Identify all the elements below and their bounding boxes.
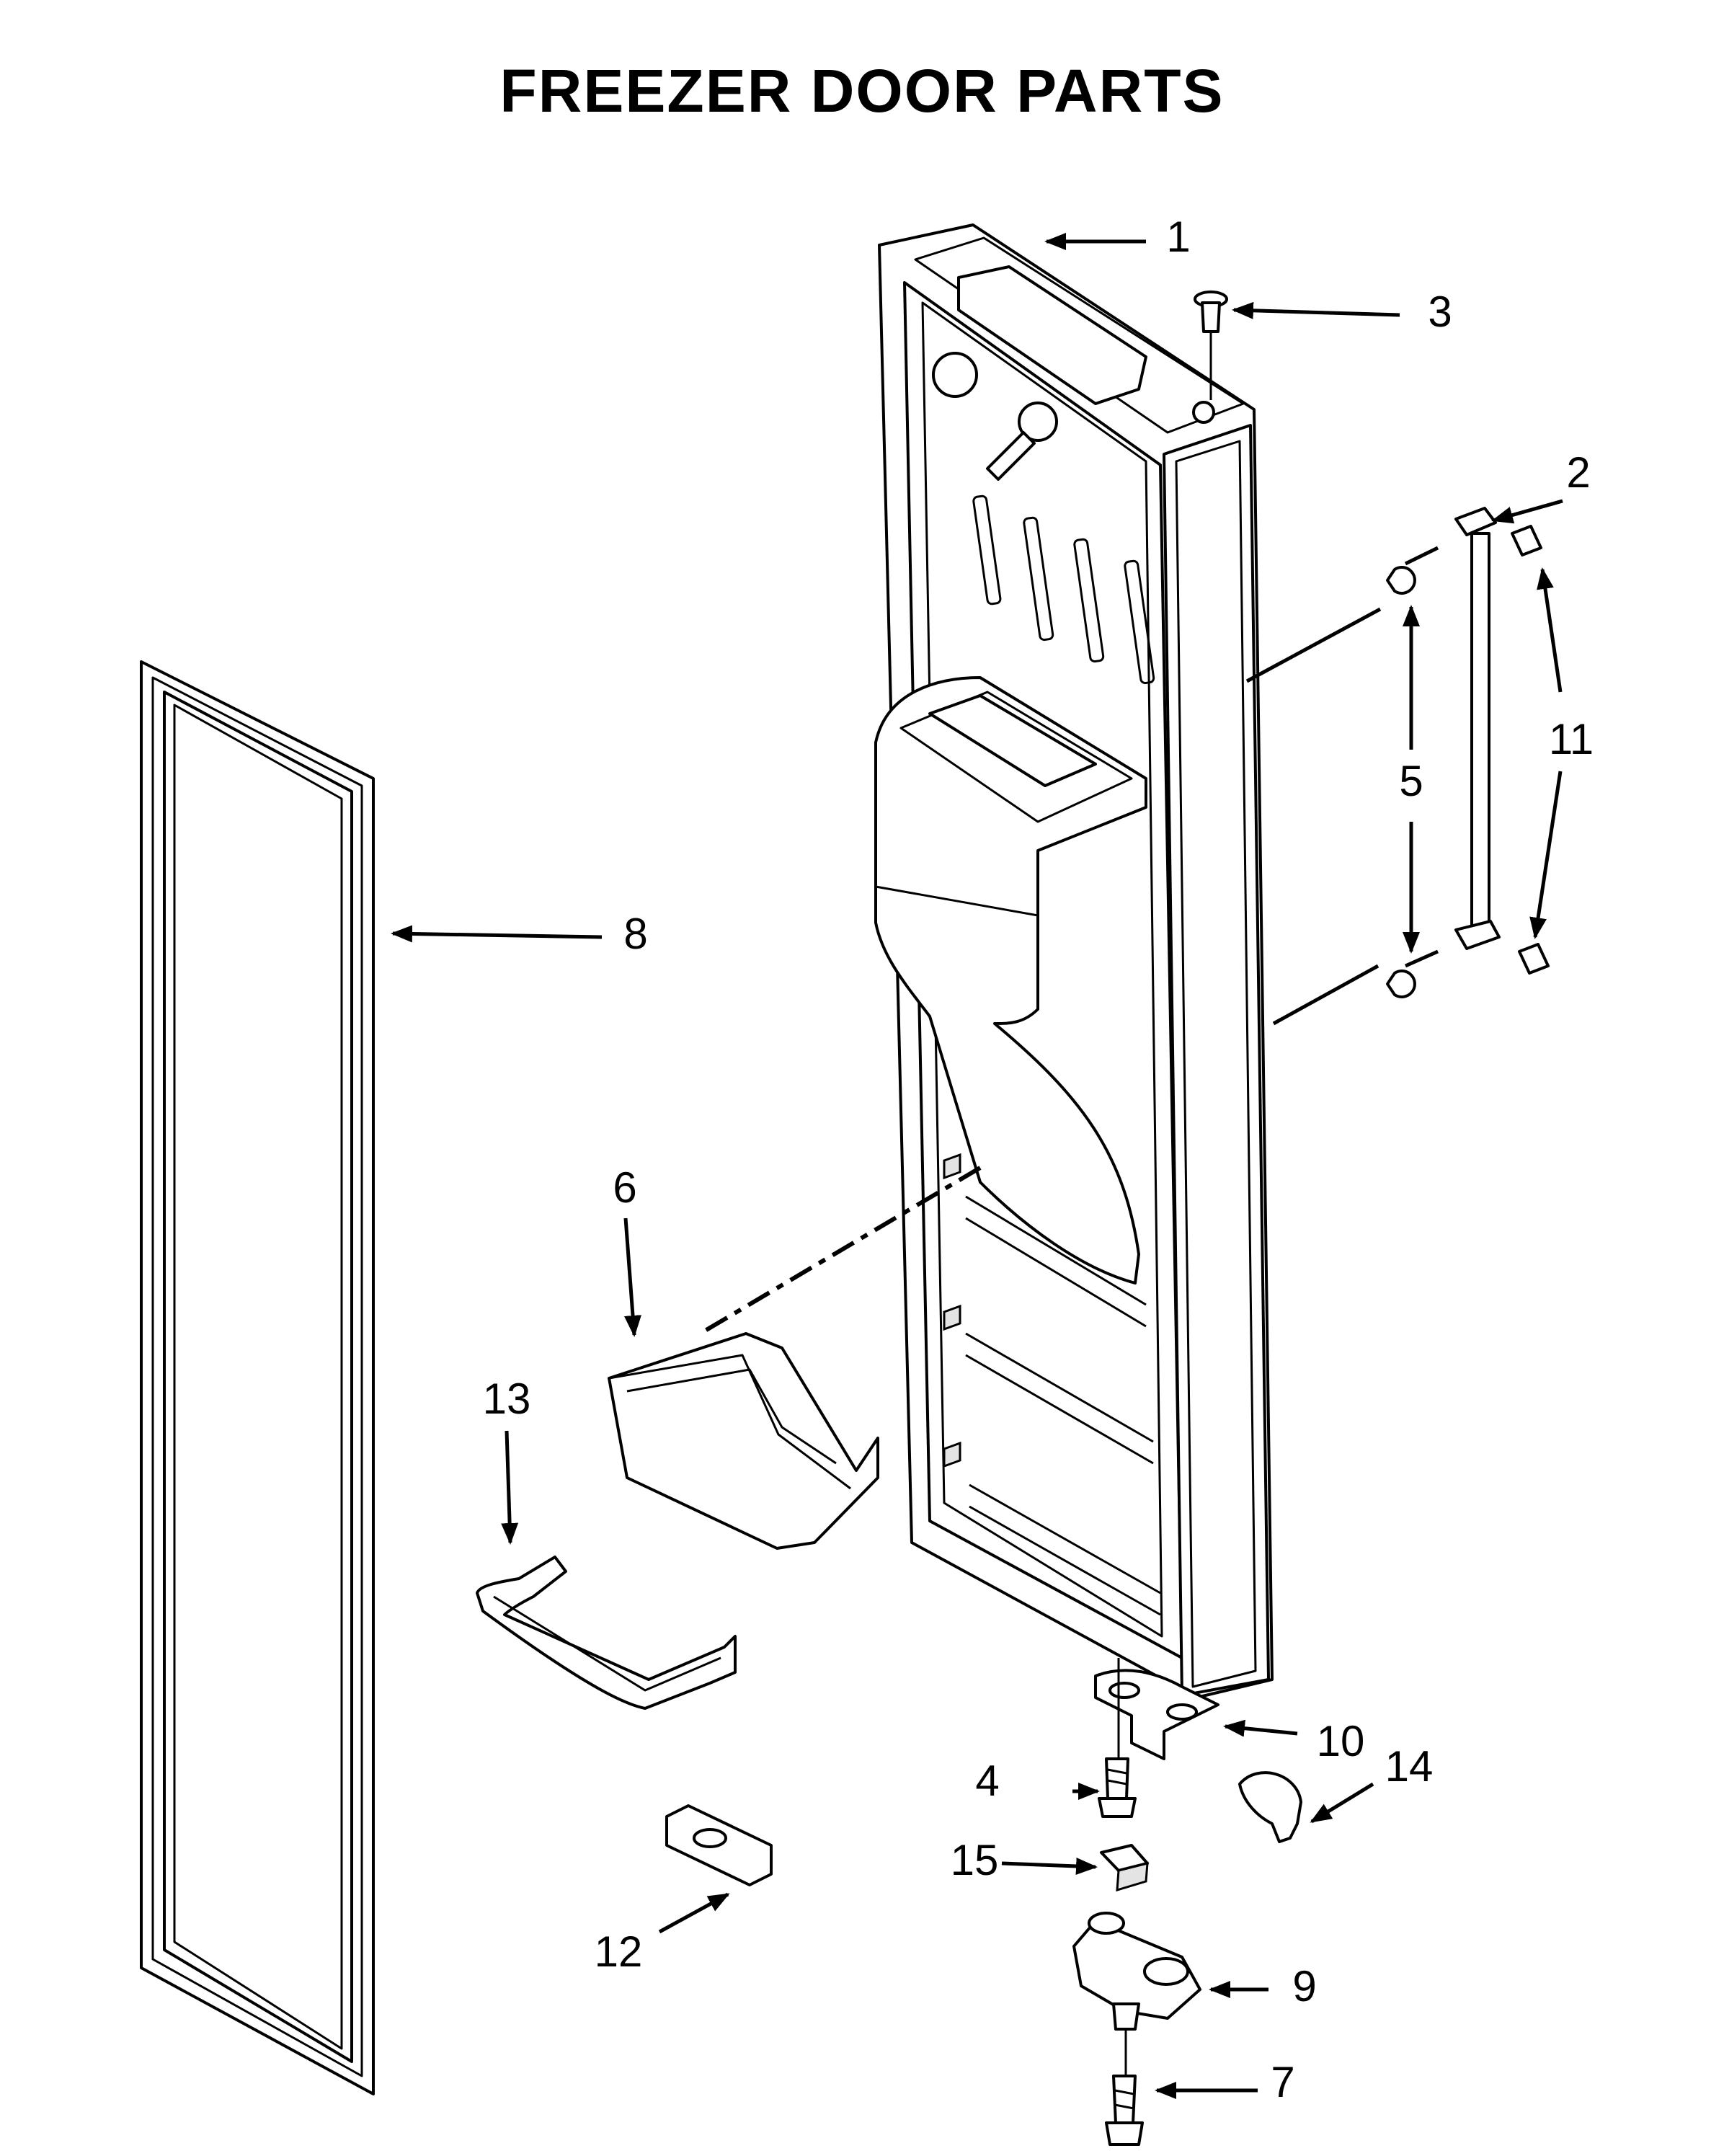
guide-line (1272, 964, 1379, 1026)
callout-5: 5 (1399, 757, 1423, 805)
leader-14 (1310, 1782, 1374, 1824)
leader-6 (623, 1217, 641, 1337)
spacer-part (1100, 1844, 1149, 1892)
handle-stud-part (1386, 566, 1416, 998)
leader-11-up (1537, 567, 1563, 693)
leader-13 (501, 1430, 519, 1545)
guide-line (1245, 607, 1382, 683)
callout-3: 3 (1428, 288, 1452, 336)
callout-12: 12 (595, 1927, 643, 1976)
lower-hinge-part (665, 1804, 773, 1886)
door-gasket-part (140, 660, 375, 2095)
leader-3 (1232, 301, 1400, 319)
callout-11: 11 (1549, 715, 1594, 763)
freezer-door-part (874, 223, 1274, 1699)
guide-line (1404, 546, 1439, 566)
callout-9: 9 (1292, 1962, 1316, 2010)
hinge-plate-part (1094, 1658, 1219, 1766)
callout-13: 13 (483, 1375, 531, 1423)
callout-7: 7 (1271, 2058, 1294, 2106)
callout-4: 4 (975, 1757, 999, 1805)
bottom-hinge-part (1072, 1912, 1201, 2076)
callout-14: 14 (1385, 1742, 1434, 1791)
callout-2: 2 (1566, 448, 1590, 497)
callout-6: 6 (613, 1163, 636, 1212)
leader-8 (391, 925, 603, 943)
door-plug-part (1194, 290, 1228, 400)
door-bin-part (608, 1332, 879, 1550)
diagram-title: FREEZER DOOR PARTS (499, 57, 1225, 125)
leader-10 (1223, 1719, 1298, 1737)
clip-part (1238, 1771, 1302, 1843)
leader-15 (1001, 1857, 1098, 1875)
callout-10: 10 (1317, 1717, 1365, 1765)
leader-11-down (1529, 771, 1563, 939)
door-handle-part (1454, 507, 1550, 975)
hinge-bolt-part (1105, 2075, 1144, 2146)
wire-shelf-part (476, 1556, 737, 1710)
callout-15: 15 (951, 1836, 999, 1884)
callout-1: 1 (1166, 213, 1190, 261)
hinge-screw-part (1098, 1757, 1137, 1818)
leader-2 (1491, 499, 1563, 524)
guide-line (1404, 949, 1439, 968)
leader-12 (658, 1892, 730, 1934)
bin-guide-line (701, 1166, 982, 1334)
callout-8: 8 (623, 910, 647, 958)
